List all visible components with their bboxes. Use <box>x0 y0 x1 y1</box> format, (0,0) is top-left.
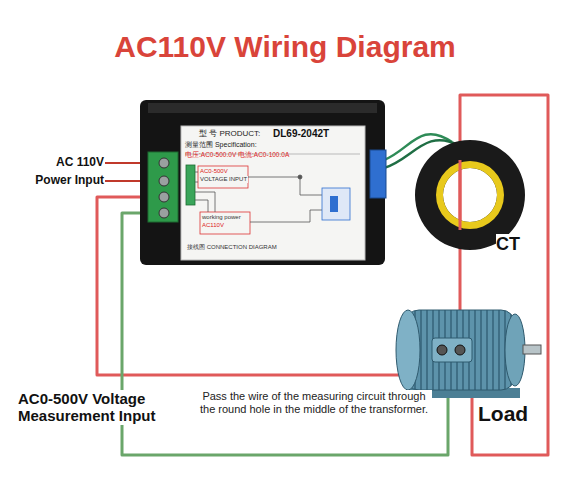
meter-sticker <box>181 126 365 260</box>
voltage-label: AC0-500V Voltage Measurement Input <box>18 390 178 425</box>
diagram-title: AC110V Wiring Diagram <box>0 30 570 65</box>
motor-endcap <box>505 314 525 386</box>
motor-terminal <box>437 345 447 355</box>
terminal-screws <box>159 158 169 218</box>
terminal-box <box>432 338 472 362</box>
ct-label: CT <box>496 234 522 255</box>
terminal-label: AC110V <box>202 222 226 229</box>
motor-terminal <box>455 345 465 355</box>
meter-housing <box>140 100 385 265</box>
terminal-block <box>148 152 178 222</box>
terminal-label: AC0-500V <box>200 168 230 175</box>
motor <box>396 310 541 398</box>
meter <box>140 100 386 265</box>
meter-label: 型 号 PRODUCT: DL69-2042T 测量范围 Specification… <box>181 126 365 260</box>
terminal-label: working power <box>202 214 243 221</box>
meter-top <box>148 103 377 113</box>
motor-body <box>405 310 515 390</box>
load-wire <box>459 160 462 230</box>
spec-range: 电压:AC0-500.0V 电流:AC0-100.0A <box>185 151 289 158</box>
motor-endcap <box>396 310 420 390</box>
motor-shaft <box>523 345 541 354</box>
diagram-caption: 接线图 CONNECTION DIAGRAM <box>187 244 277 251</box>
ct-terminal <box>370 150 386 198</box>
model-caption: 型 号 PRODUCT: <box>199 129 260 138</box>
spec-caption: 测量范围 Specification: <box>185 141 257 149</box>
load-label: Load <box>478 402 530 426</box>
ct-core <box>436 161 504 229</box>
power-label: AC 110V <box>54 156 104 170</box>
instruction-note: Pass the wire of the measuring circuit t… <box>196 390 432 415</box>
model-number: DL69-2042T <box>273 128 329 140</box>
sticker-schematic <box>185 154 360 234</box>
power-label: Power Input <box>33 174 104 188</box>
terminal-label: VOLTAGE INPUT <box>200 176 248 183</box>
